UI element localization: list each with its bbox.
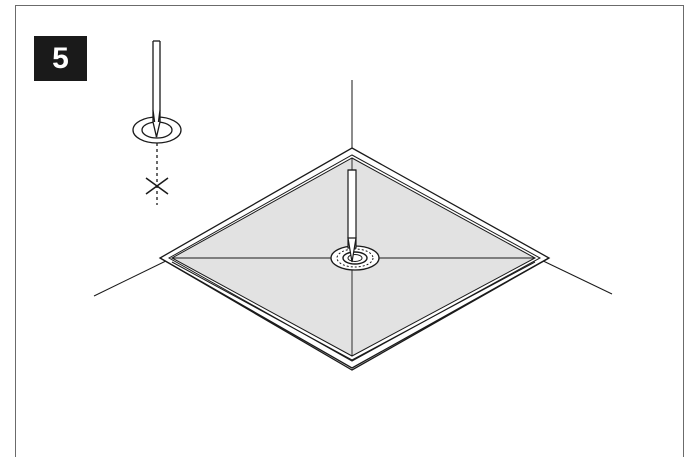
floor-corner-lines: [93, 80, 613, 297]
illustration-frame: [15, 5, 684, 457]
pencil-marker-icon: [347, 169, 357, 263]
step-number-badge: 5: [34, 36, 87, 81]
pencil-marker-icon: [132, 40, 182, 205]
drain-ring-icon: [330, 245, 380, 271]
cross-mark-icon: [145, 177, 169, 195]
